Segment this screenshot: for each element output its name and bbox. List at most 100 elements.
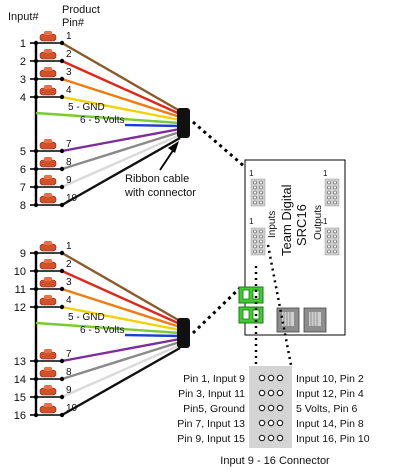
wire-pin-5 [35,111,181,125]
wire-pin-2 [61,59,181,116]
outputs-label: Outputs [313,205,324,240]
connector-pin-hole [267,419,275,427]
connector-pin-hole [258,389,266,397]
pin1-marker-top-right: 1 [323,169,328,178]
board-title-line1: Team Digital [279,184,294,256]
pin1-marker-top-left: 1 [249,169,254,178]
inputs-label: Inputs [267,211,278,238]
wire-pin-9 [61,343,181,399]
product-pin-label: 9 [66,385,72,396]
pushbutton-11 [30,277,65,292]
product-pin-label: 8 [66,367,72,378]
wire-pin-6 [124,333,181,338]
top-dotted-link [192,120,246,169]
pushbutton-3 [30,67,65,82]
connector-pin-hole [267,404,275,412]
input-number-label: 13 [14,356,26,368]
product-pin-label: 3 [66,67,72,78]
connector-right-label: 5 Volts, Pin 6 [296,403,357,415]
input-number-label: 7 [20,182,26,194]
connector-right-label: Input 10, Pin 2 [296,373,364,385]
product-pin-label: 10 [66,193,78,204]
input-number-label: 5 [20,146,26,158]
product-pin-label: 5 - GND [68,312,105,323]
wire-pin-8 [61,340,181,381]
connector-pin-hole [276,419,284,427]
input-number-label: 1 [20,38,26,50]
input-number-label: 6 [20,164,26,176]
product-pin-label: 3 [66,277,72,288]
bottom-ribbon-connector [177,318,190,348]
wire-pin-3 [61,77,181,119]
connector-right-label: Input 12, Pin 4 [296,388,364,400]
connector-pin-hole [267,389,275,397]
pushbutton-14 [30,367,65,382]
wire-pin-1 [61,251,181,323]
connector-left-label: Pin5, Ground [183,403,245,415]
product-pin-header-line2: Pin# [62,17,85,29]
wire-pin-10 [61,346,181,417]
pushbutton-8 [30,193,65,208]
connector-pin-hole [276,374,284,382]
connector-pin-hole [258,419,266,427]
input-number-label: 15 [14,392,26,404]
connector-pin-hole [258,404,266,412]
pin1-marker-bottom-left: 1 [249,217,254,226]
pushbutton-13 [30,349,65,364]
product-pin-label: 2 [66,49,72,60]
connector-pin-hole [276,404,284,412]
product-pin-label: 7 [66,139,72,150]
product-pin-label: 9 [66,175,72,186]
product-pin-label: 1 [66,241,72,252]
product-pin-label: 1 [66,31,72,42]
connector-caption: Input 9 - 16 Connector [220,455,330,467]
input-number-label: 12 [14,302,26,314]
wire-pin-1 [61,41,181,113]
bottom-dotted-link [191,283,245,335]
ribbon-label-line2: with connector [124,187,196,199]
product-pin-label: 10 [66,403,78,414]
board-title-line2: SRC16 [294,204,309,246]
pushbutton-5 [30,139,65,154]
pushbutton-2 [30,49,65,64]
input-number-label: 10 [14,266,26,278]
pin-header-3 [324,178,340,207]
connector-left-label: Pin 9, Input 15 [177,433,245,445]
pushbutton-9 [30,241,65,256]
pin-header-1 [250,178,266,207]
wire-pin-9 [61,133,181,189]
connector-right-label: Input 16, Pin 10 [296,433,370,445]
connector-pin-hole [276,434,284,442]
product-pin-label: 2 [66,259,72,270]
ribbon-pointer-arrowhead [168,141,179,153]
pin1-marker-bottom-right: 1 [323,217,328,226]
pin-header-4 [324,227,340,256]
pin-header-2 [250,227,266,256]
pushbutton-6 [30,157,65,172]
connector-left-label: Pin 3, Input 11 [178,388,245,400]
wire-pin-6 [124,123,181,128]
pushbutton-7 [30,175,65,190]
input-number-label: 3 [20,74,26,86]
connector-pin-hole [258,434,266,442]
rj-jack-right [303,307,327,333]
wire-pin-5 [35,321,181,335]
pushbutton-1 [30,31,65,46]
input-number-label: 9 [20,248,26,260]
connector-left-label: Pin 1, Input 9 [183,373,245,385]
wire-pin-10 [61,136,181,207]
connector-pin-hole [258,374,266,382]
input-number-header: Input# [8,11,39,23]
wire-pin-8 [61,130,181,171]
pushbutton-15 [30,385,65,400]
product-pin-header-line1: Product [62,4,100,16]
input-number-label: 8 [20,200,26,212]
product-pin-label: 4 [66,85,72,96]
top-ribbon-connector [177,108,190,138]
wire-pin-4 [61,95,181,122]
input-number-label: 4 [20,92,26,104]
product-pin-label: 4 [66,295,72,306]
